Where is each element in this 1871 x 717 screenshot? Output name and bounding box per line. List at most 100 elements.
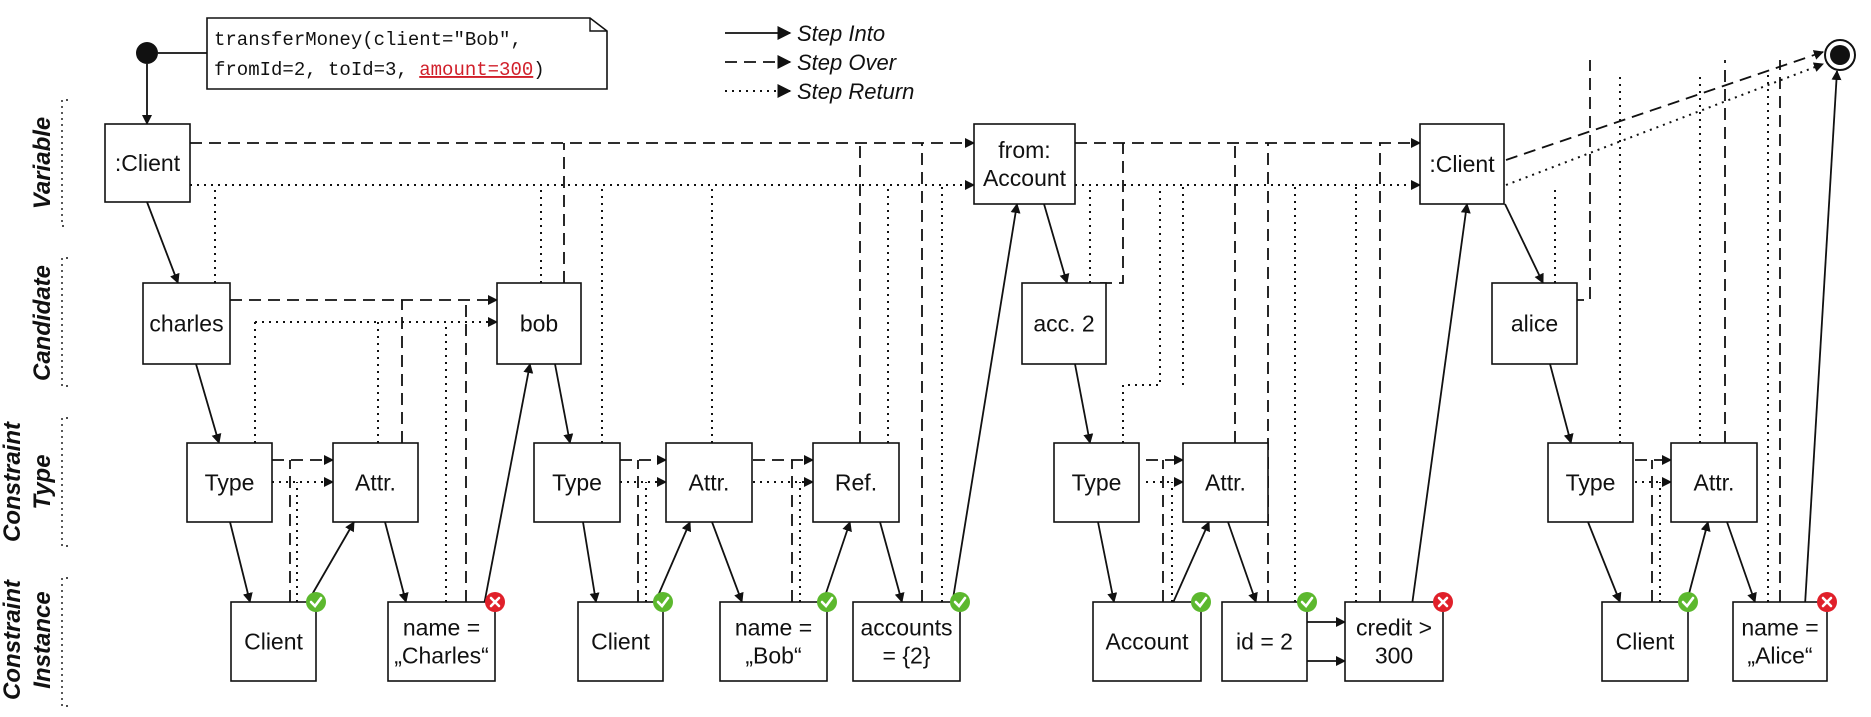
- node-label: Type: [1072, 470, 1122, 496]
- call-note: transferMoney(client="Bob", fromId=2, to…: [158, 17, 608, 90]
- end-node: [1824, 39, 1856, 71]
- check-icon: [306, 592, 326, 612]
- node-label: Client: [244, 629, 303, 655]
- legend-step-return: Step Return: [797, 79, 914, 104]
- node-account-inst: Account: [1092, 592, 1211, 682]
- node-label: :Client: [115, 150, 181, 176]
- node-label: id = 2: [1236, 629, 1293, 655]
- node-label: :Client: [1429, 151, 1495, 177]
- node-box: [496, 282, 582, 365]
- node-label: Attr.: [355, 470, 396, 496]
- node-label: charles: [149, 311, 223, 337]
- node-charles: charles: [142, 282, 231, 365]
- node-client2: :Client: [1419, 123, 1505, 205]
- node-type2: Type: [533, 442, 621, 523]
- step-return-edges: [190, 62, 1824, 602]
- node-label: Attr.: [689, 470, 730, 496]
- legend-step-into: Step Into: [797, 21, 885, 46]
- node-from-account: from:Account: [973, 123, 1076, 205]
- node-label: Account: [983, 165, 1067, 191]
- node-box: [1491, 282, 1578, 365]
- node-label: Attr.: [1205, 470, 1246, 496]
- node-box: [186, 442, 273, 523]
- node-box: [812, 442, 900, 523]
- call-note-line1: transferMoney(client="Bob",: [214, 29, 522, 51]
- check-icon: [817, 592, 837, 612]
- check-icon: [653, 592, 673, 612]
- node-label: „Bob“: [745, 643, 801, 669]
- node-box: [1670, 442, 1758, 523]
- node-label: Type: [1566, 470, 1616, 496]
- row-label-constraint-instance-1: Constraint: [0, 579, 26, 700]
- node-alice: alice: [1491, 282, 1578, 365]
- node-attr3: Attr.: [1182, 442, 1269, 523]
- node-box: [230, 601, 317, 682]
- row-labels: Variable Candidate Constraint Type Const…: [0, 117, 56, 700]
- node-label: acc. 2: [1033, 311, 1094, 337]
- node-label: Client: [591, 629, 650, 655]
- step-into-edges: [142, 64, 1842, 666]
- node-box: [1601, 601, 1689, 682]
- node-box: [1182, 442, 1269, 523]
- node-label: = {2}: [883, 643, 931, 669]
- node-type4: Type: [1547, 442, 1634, 523]
- node-box: [665, 442, 753, 523]
- node-box: [852, 601, 961, 682]
- node-accounts: accounts= {2}: [852, 592, 970, 682]
- node-credit: credit >300: [1344, 592, 1453, 682]
- node-box: [1021, 282, 1107, 365]
- node-box: [577, 601, 664, 682]
- step-over-edges: [190, 50, 1824, 602]
- node-name-bob: name =„Bob“: [719, 592, 837, 682]
- row-brackets: [61, 99, 68, 707]
- call-note-close-paren: ): [533, 59, 544, 81]
- node-label: Ref.: [835, 470, 877, 496]
- check-icon: [1297, 592, 1317, 612]
- node-label: Type: [552, 470, 602, 496]
- check-icon: [1678, 592, 1698, 612]
- node-label: 300: [1375, 643, 1413, 669]
- node-box: [1344, 601, 1444, 682]
- row-label-constraint-instance-2: Instance: [29, 591, 56, 688]
- node-label: name =: [403, 615, 480, 641]
- check-icon: [1191, 592, 1211, 612]
- call-note-params: fromId=2, toId=3,: [214, 59, 419, 81]
- node-label: Account: [1105, 629, 1189, 655]
- node-type1: Type: [186, 442, 273, 523]
- node-label: credit >: [1356, 615, 1432, 641]
- node-ref2: Ref.: [812, 442, 900, 523]
- node-attr2: Attr.: [665, 442, 753, 523]
- row-label-candidate: Candidate: [29, 265, 56, 381]
- row-label-variable: Variable: [29, 117, 56, 210]
- call-note-line2: fromId=2, toId=3, amount=300): [214, 59, 545, 81]
- node-box: [1092, 601, 1202, 682]
- node-client1: :Client: [104, 123, 191, 203]
- node-client-inst4: Client: [1601, 592, 1698, 682]
- node-label: Type: [205, 470, 255, 496]
- node-box: [1547, 442, 1634, 523]
- node-client-inst1: Client: [230, 592, 326, 682]
- node-label: name =: [1741, 615, 1818, 641]
- node-label: alice: [1511, 311, 1558, 337]
- node-box: [387, 601, 496, 682]
- node-id2: id = 2: [1221, 592, 1317, 682]
- node-box: [104, 123, 191, 203]
- start-node: [136, 42, 158, 64]
- node-name-charles: name =„Charles“: [387, 592, 505, 682]
- legend-step-over: Step Over: [797, 50, 898, 75]
- node-box: [142, 282, 231, 365]
- node-box: [719, 601, 828, 682]
- node-bob: bob: [496, 282, 582, 365]
- node-label: „Alice“: [1747, 643, 1812, 669]
- node-attr4: Attr.: [1670, 442, 1758, 523]
- node-box: [533, 442, 621, 523]
- node-box: [332, 442, 419, 523]
- row-label-constraint-type-2: Type: [29, 454, 56, 509]
- legend: Step Into Step Over Step Return: [725, 21, 914, 104]
- node-label: „Charles“: [394, 643, 489, 669]
- node-label: Attr.: [1694, 470, 1735, 496]
- node-label: Client: [1616, 629, 1675, 655]
- node-box: [1419, 123, 1505, 205]
